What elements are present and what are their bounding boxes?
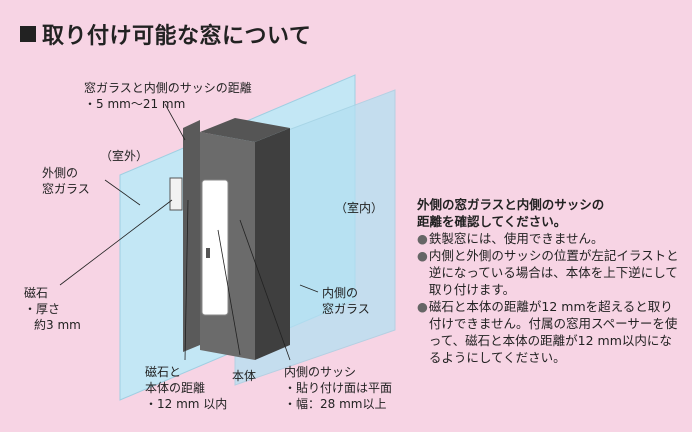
indoor-label: （室内） <box>335 201 384 215</box>
bullet-icon: ● <box>417 248 428 263</box>
magnet-body-distance-label-1: 磁石と <box>145 365 182 379</box>
magnet-thickness-label: ・厚さ <box>24 302 61 316</box>
inner-sash-side <box>255 128 290 360</box>
magnet-body-distance-label-2: 本体の距離 <box>145 381 206 395</box>
bullet-icon: ● <box>417 231 428 246</box>
note-bullet: ● 磁石と本体の距離が12 mmを超えると取り付けできません。付属の窓用スペーサ… <box>417 298 682 366</box>
outer-glass-label-2: 窓ガラス <box>42 182 90 196</box>
inner-sash-top <box>200 118 290 142</box>
magnet-body-distance-value: ・12 mm 以内 <box>145 397 228 411</box>
note-bullet: ● 鉄製窓には、使用できません。 <box>417 230 682 247</box>
body-label: 本体 <box>232 369 257 383</box>
sensor-indicator <box>206 248 210 258</box>
note-heading-2: 距離を確認してください。 <box>417 214 567 229</box>
magnet-label: 磁石 <box>24 286 49 300</box>
page-title: 取り付け可能な窓について <box>20 18 311 50</box>
inner-glass-label-2: 窓ガラス <box>322 302 370 316</box>
magnet-thickness-value: 約3 mm <box>34 318 81 332</box>
square-bullet-icon <box>20 26 36 42</box>
gap-value: ・5 mm〜21 mm <box>84 97 186 111</box>
note-bullet-text: 鉄製窓には、使用できません。 <box>428 231 604 246</box>
outdoor-label: （室外） <box>100 149 149 163</box>
inner-glass-label-1: 内側の <box>322 286 359 300</box>
note-bullet: ● 内側と外側のサッシの位置が左記イラストと逆になっている場合は、本体を上下逆に… <box>417 247 682 298</box>
sensor-body <box>201 179 229 316</box>
instruction-note: 外側の窓ガラスと内側のサッシの 距離を確認してください。 ● 鉄製窓には、使用で… <box>417 196 682 366</box>
page-title-text: 取り付け可能な窓について <box>42 24 312 49</box>
outer-glass-label-1: 外側の <box>42 166 79 180</box>
inner-sash-surface: ・貼り付け面は平面 <box>284 381 393 395</box>
outer-sash <box>183 120 200 352</box>
bullet-icon: ● <box>417 299 428 314</box>
gap-label: 窓ガラスと内側のサッシの距離 <box>84 81 252 95</box>
note-bullet-text: 内側と外側のサッシの位置が左記イラストと逆になっている場合は、本体を上下逆にして… <box>428 248 679 297</box>
magnet <box>169 177 183 211</box>
inner-sash-label: 内側のサッシ <box>284 365 357 379</box>
note-heading-1: 外側の窓ガラスと内側のサッシの <box>417 197 605 212</box>
note-bullet-text: 磁石と本体の距離が12 mmを超えると取り付けできません。付属の窓用スペーサーを… <box>428 299 678 365</box>
inner-sash-width: ・幅：28 mm以上 <box>284 397 387 411</box>
